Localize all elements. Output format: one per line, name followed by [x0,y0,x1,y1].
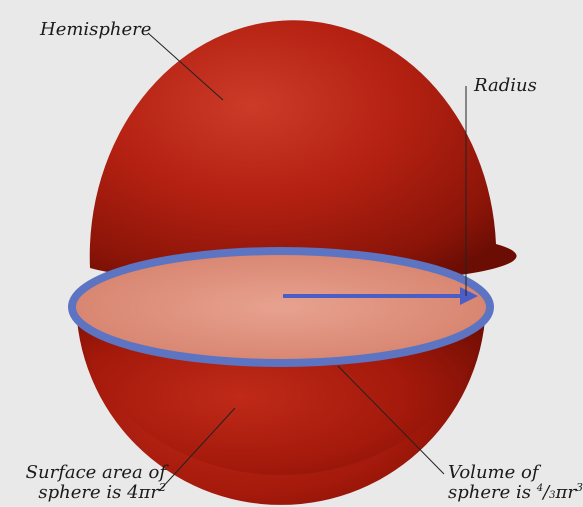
surface-area-formula: sphere is 4πr [38,482,159,503]
surface-area-exponent: 2 [159,481,166,494]
cross-section-disc [72,251,490,363]
volume-exponent: 3 [576,481,583,494]
surface-area-line1: Surface area of [6,463,166,483]
volume-line2: sphere is 4/3πr3 [448,483,583,503]
radius-label: Radius [474,76,537,96]
volume-formula-prefix: sphere is [448,482,537,503]
volume-formula-suffix: πr [556,482,576,503]
upper-hemisphere [90,20,517,284]
volume-line1: Volume of [448,463,583,483]
surface-area-label: Surface area of sphere is 4πr2 [6,463,166,503]
surface-area-line2: sphere is 4πr2 [6,483,166,503]
volume-label: Volume of sphere is 4/3πr3 [448,463,583,503]
hemisphere-label: Hemisphere [40,20,151,40]
